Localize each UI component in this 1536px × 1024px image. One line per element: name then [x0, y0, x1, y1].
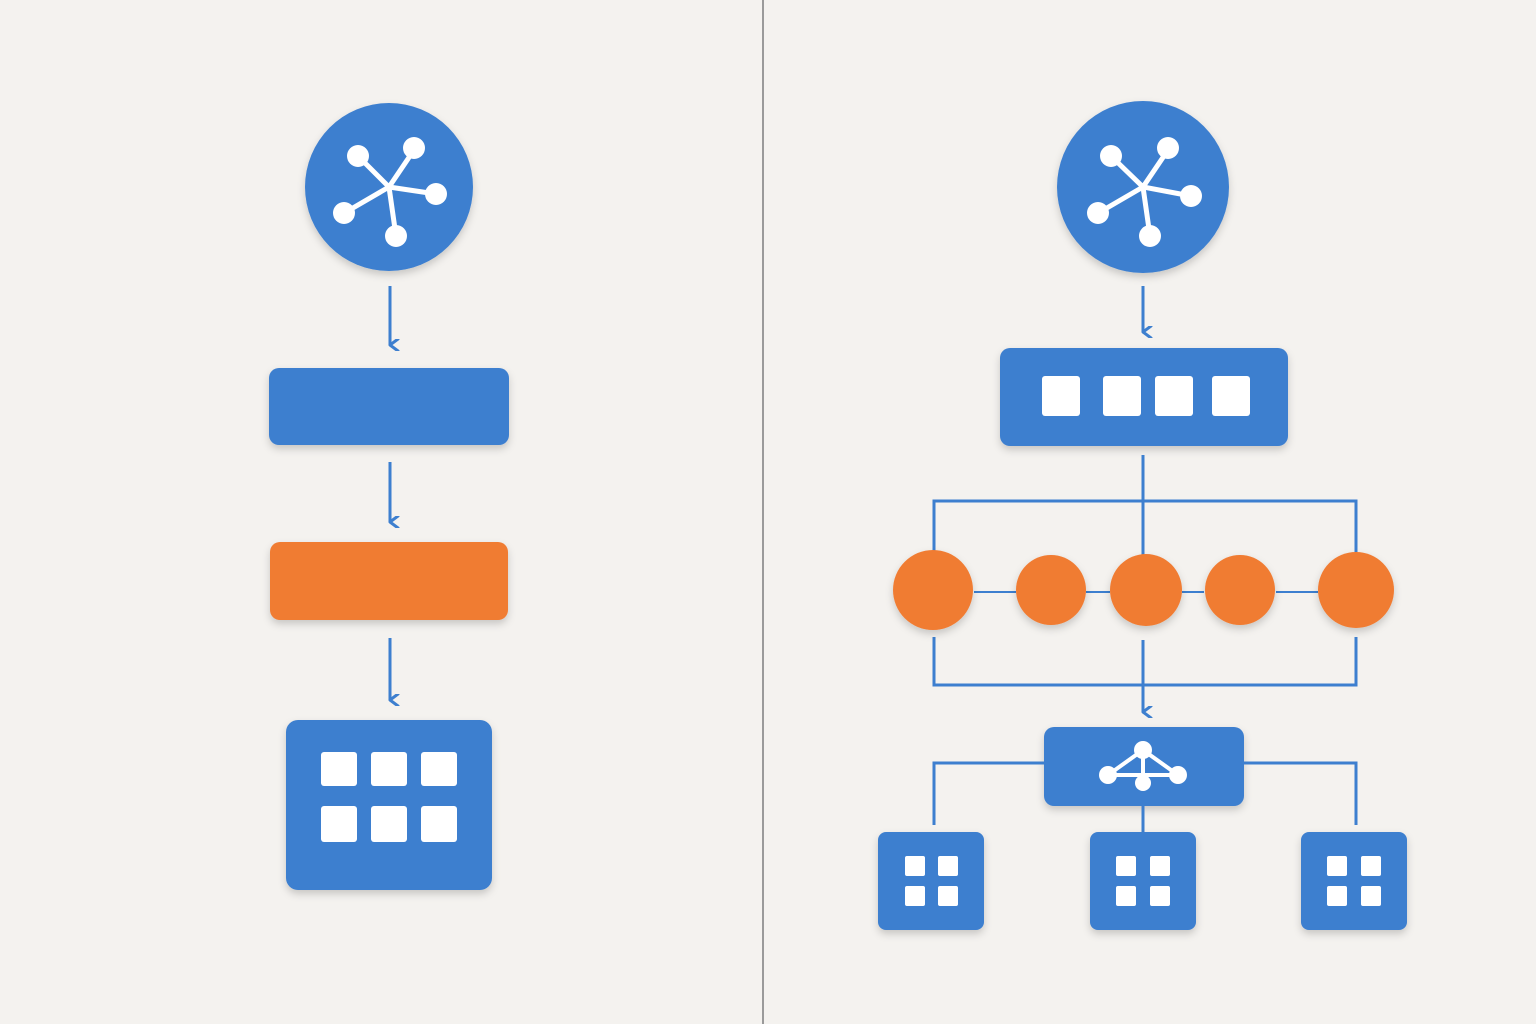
orange-node-5	[1318, 552, 1394, 628]
grid-icon	[905, 856, 958, 906]
left-hub-node	[305, 103, 473, 271]
left-sequential-panel	[269, 103, 509, 890]
right-slot-bar	[1000, 348, 1288, 446]
left-grid-block	[286, 720, 492, 890]
grid-block-left	[878, 832, 984, 930]
grid-block-center	[1090, 832, 1196, 930]
orange-node-2	[1016, 555, 1086, 625]
network-icon	[333, 137, 447, 247]
tree-icon	[1099, 741, 1187, 791]
router-box	[1044, 727, 1244, 806]
orange-node-1	[893, 550, 973, 630]
right-parallel-panel	[878, 101, 1407, 930]
grid-icon	[1327, 856, 1381, 906]
slot-icons	[1042, 376, 1250, 416]
orange-node-4	[1205, 555, 1275, 625]
grid-icon	[321, 752, 457, 842]
orange-node-3	[1110, 554, 1182, 626]
fan-out-connectors	[932, 455, 1358, 687]
router-connectors	[932, 761, 1358, 832]
right-hub-node	[1057, 101, 1229, 273]
left-blue-bar	[269, 368, 509, 445]
grid-block-right	[1301, 832, 1407, 930]
orange-circle-row	[893, 550, 1394, 630]
grid-icon	[1116, 856, 1170, 906]
network-icon	[1087, 137, 1202, 247]
left-orange-bar	[270, 542, 508, 620]
